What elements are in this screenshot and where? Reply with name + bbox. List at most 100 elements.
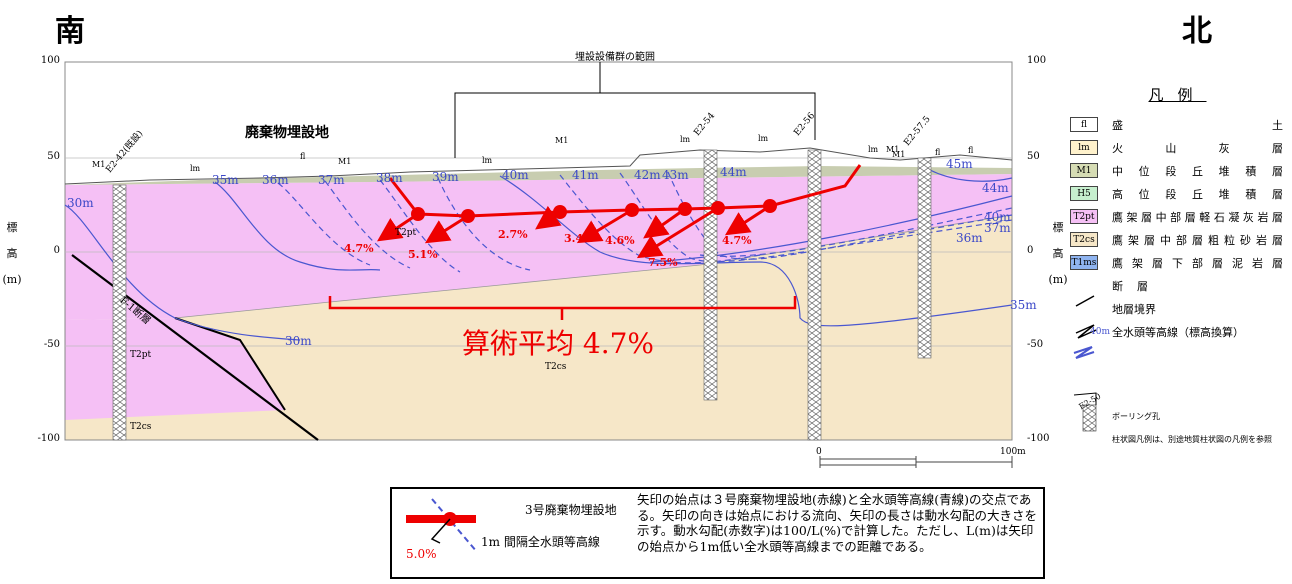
legend-item: T2pt 鷹架層中部層軽石凝灰岩層 bbox=[1070, 205, 1285, 228]
legend-label: 中位段丘堆積層 bbox=[1112, 164, 1285, 178]
surface-layer bbox=[65, 166, 1012, 185]
contour-label: 39m bbox=[432, 170, 459, 184]
contour-label: 35m bbox=[1010, 298, 1037, 312]
legend-swatch: T1ms bbox=[1070, 255, 1098, 270]
legend-contour-symbol bbox=[1073, 346, 1095, 359]
y-tick-right: 50 bbox=[1027, 151, 1040, 162]
layer-mark: lm bbox=[758, 134, 769, 143]
legend-swatch: lm bbox=[1070, 140, 1098, 155]
contour-label: 35m bbox=[212, 173, 239, 187]
gradient-label: 2.7% bbox=[498, 228, 528, 241]
y-axis-label-left: 標高(m) bbox=[2, 221, 22, 286]
t2cs-label-main: T2cs bbox=[545, 362, 567, 372]
y-tick-right: 100 bbox=[1027, 55, 1047, 66]
contour-label: 43m bbox=[662, 168, 689, 182]
layer-mark: M1 bbox=[92, 160, 106, 169]
gradient-label: 7.5% bbox=[648, 256, 678, 269]
y-tick-right: -100 bbox=[1027, 433, 1050, 444]
legend-column-note: 柱状図凡例は、別途地質柱状図の凡例を参照 bbox=[1112, 435, 1272, 444]
contour-label: 44m bbox=[720, 165, 747, 179]
t2pt-base-boundary bbox=[174, 214, 1013, 319]
note-description: 矢印の始点は３号廃棄物埋設地(赤線)と全水頭等高線(青線)の交点である。矢印の向… bbox=[637, 492, 1038, 554]
layer-mark: M1 bbox=[338, 157, 352, 166]
layer-mark: M1 bbox=[555, 136, 569, 145]
contour-label: 44m bbox=[982, 181, 1009, 195]
layer-mark: lm bbox=[868, 145, 879, 154]
legend-label: 鷹架層下部層泥岩層 bbox=[1112, 256, 1285, 270]
contour-label: 41m bbox=[572, 168, 599, 182]
legend-item: T2cs 鷹架層中部層粗粒砂岩層 bbox=[1070, 228, 1285, 251]
legend-swatch: T2pt bbox=[1070, 209, 1098, 224]
gradient-label: 4.7% bbox=[344, 242, 374, 255]
contour-label: 37m bbox=[984, 221, 1011, 235]
borehole-e2-57-5 bbox=[917, 157, 932, 359]
gradient-label: 5.1% bbox=[408, 248, 438, 261]
legend-label: 鷹架層中部層粗粒砂岩層 bbox=[1112, 233, 1285, 247]
explanation-box: 3号廃棄物埋設地 1m 間隔全水頭等高線 5.0% 矢印の始点は３号廃棄物埋設地… bbox=[390, 487, 1045, 579]
contour-label: 42m bbox=[634, 168, 661, 182]
layer-mark: lm bbox=[482, 156, 493, 165]
contour-label: 36m bbox=[956, 231, 983, 245]
t2pt-label-mid: T2pt bbox=[395, 228, 417, 238]
legend-label: 鷹架層中部層軽石凝灰岩層 bbox=[1112, 210, 1285, 224]
gradient-label: 4.7% bbox=[722, 234, 752, 247]
t2pt-label-low: T2pt bbox=[130, 350, 152, 360]
legend-boundary-symbol bbox=[1075, 324, 1097, 339]
legend-label: 盛土 bbox=[1112, 118, 1285, 132]
gradient-label: 3.4% bbox=[564, 232, 594, 245]
legend-fault: 断層 bbox=[1112, 279, 1162, 293]
y-tick-left: 0 bbox=[53, 245, 60, 256]
facility-range-bracket bbox=[454, 92, 816, 158]
scale-end: 100m bbox=[1000, 447, 1026, 457]
legend-swatch: M1 bbox=[1070, 163, 1098, 178]
gradient-arrows bbox=[377, 204, 771, 259]
layer-mark: fl bbox=[300, 152, 306, 161]
layer-mark: M1 bbox=[886, 145, 900, 154]
note-symbol bbox=[406, 498, 478, 553]
note-contour-label: 1m 間隔全水頭等高線 bbox=[481, 535, 600, 549]
contour-label: 40m bbox=[984, 210, 1011, 224]
contour-label: 37m bbox=[318, 173, 345, 187]
borehole-e2-42 bbox=[112, 184, 127, 441]
y-tick-right: 0 bbox=[1027, 245, 1034, 256]
layer-mark: lm bbox=[680, 135, 691, 144]
y-tick-left: -100 bbox=[37, 433, 60, 444]
legend-title: 凡例 bbox=[1148, 86, 1207, 104]
gradient-label: 4.6% bbox=[605, 234, 635, 247]
borehole-e2-54 bbox=[703, 149, 718, 401]
borehole-e2-56 bbox=[807, 149, 822, 441]
legend-fault-symbol bbox=[1075, 295, 1095, 307]
scale-start: 0 bbox=[816, 447, 822, 457]
layer-mark: lm bbox=[190, 164, 201, 173]
legend-borehole: ボーリング孔 bbox=[1112, 412, 1160, 421]
note-sample-pct: 5.0% bbox=[406, 547, 437, 561]
legend-swatch: T2cs bbox=[1070, 232, 1098, 247]
contour-label: 40m bbox=[502, 168, 529, 182]
contour-label: 30m bbox=[285, 334, 312, 348]
legend-swatch: fl bbox=[1070, 117, 1098, 132]
contour-label: 36m bbox=[262, 173, 289, 187]
t2cs-layer bbox=[65, 215, 1012, 440]
waste-site-label: 廃棄物埋設地 bbox=[245, 125, 329, 141]
layer-mark: M1 bbox=[892, 150, 906, 159]
y-tick-left: 100 bbox=[40, 55, 60, 66]
layer-mark: fl bbox=[935, 148, 941, 157]
y-tick-right: -50 bbox=[1027, 339, 1044, 350]
legend-boundary: 地層境界 bbox=[1112, 302, 1156, 316]
contour-label: 38m bbox=[376, 171, 403, 185]
layer-mark: fl bbox=[968, 146, 974, 155]
scale-bar bbox=[819, 456, 1013, 468]
legend-borehole-symbol bbox=[1082, 404, 1097, 432]
facility-range-label: 埋設設備群の範囲 bbox=[575, 52, 655, 63]
y-tick-left: -50 bbox=[43, 339, 60, 350]
contour-label: 45m bbox=[946, 157, 973, 171]
contour-label: 30m bbox=[67, 196, 94, 210]
plot-frame bbox=[64, 61, 1013, 441]
legend-label: 高位段丘堆積層 bbox=[1112, 187, 1285, 201]
